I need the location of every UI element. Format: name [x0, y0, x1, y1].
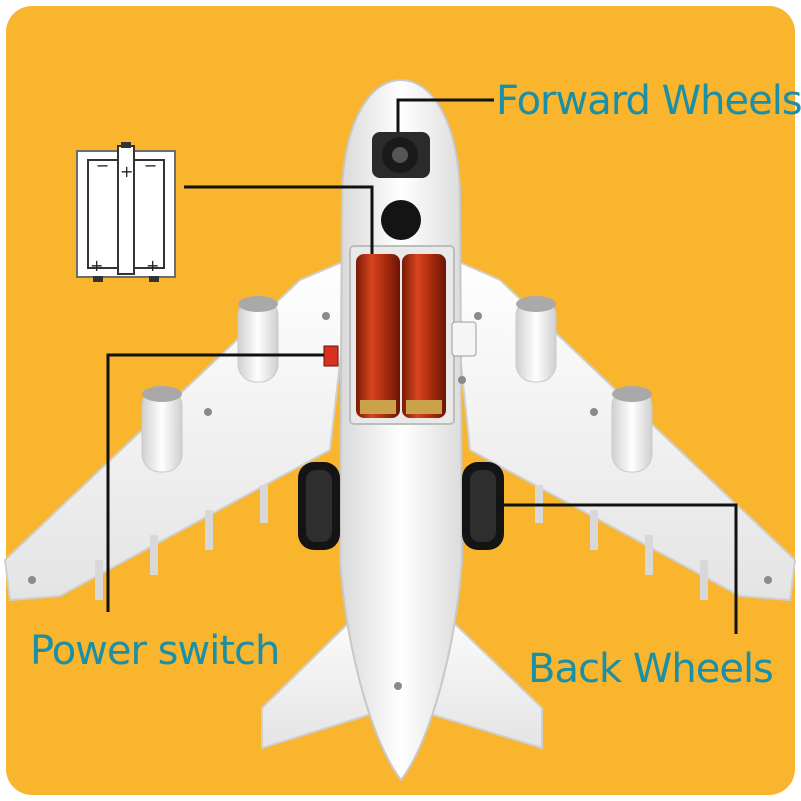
front-wheel	[372, 132, 430, 178]
back-wheel-left	[298, 462, 340, 550]
terminal-plus-middle: +	[120, 162, 133, 181]
battery-left	[356, 254, 400, 418]
terminal-minus-left: −	[96, 156, 109, 175]
engine-right-outer	[611, 386, 653, 473]
leader-back-wheels	[500, 503, 738, 634]
leader-lines	[106, 98, 738, 634]
leader-forward-wheels	[396, 98, 494, 132]
engine-left-inner	[237, 296, 279, 383]
terminal-plus-left: +	[90, 256, 103, 275]
terminal-minus-right: −	[144, 156, 157, 175]
leader-power-switch	[106, 353, 324, 612]
back-wheels-label: Back Wheels	[528, 646, 774, 692]
back-wheel-right	[462, 462, 504, 550]
engine-right-inner	[515, 296, 557, 383]
power-switch-label: Power switch	[30, 628, 280, 674]
screw-dots	[28, 312, 772, 690]
sensor-button	[381, 200, 421, 240]
battery-right	[402, 254, 446, 418]
forward-wheels-label: Forward Wheels	[496, 78, 801, 124]
terminal-plus-right: +	[146, 256, 159, 275]
fuselage	[338, 78, 464, 782]
engine-left-outer	[141, 386, 183, 473]
power-switch-knob	[323, 345, 339, 367]
side-connector	[451, 321, 477, 357]
battery-symbol: − + − + +	[76, 142, 176, 282]
leader-battery	[184, 185, 374, 254]
